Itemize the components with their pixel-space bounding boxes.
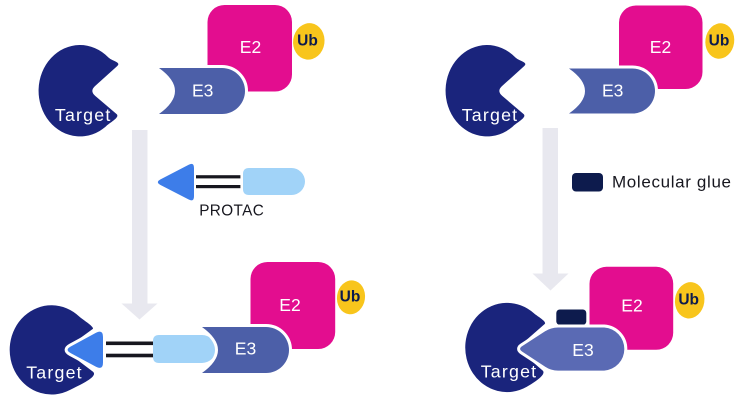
svg-text:E2: E2 — [621, 295, 642, 315]
svg-text:E3: E3 — [572, 340, 593, 360]
svg-text:Ub: Ub — [678, 292, 699, 309]
svg-text:Ub: Ub — [340, 289, 361, 306]
svg-text:Target: Target — [55, 105, 112, 125]
svg-text:E2: E2 — [279, 295, 300, 315]
svg-text:Ub: Ub — [709, 32, 730, 49]
svg-text:E3: E3 — [235, 339, 256, 359]
svg-text:Target: Target — [481, 362, 538, 382]
svg-text:Molecular glue: Molecular glue — [612, 173, 732, 192]
svg-text:Ub: Ub — [297, 33, 318, 50]
svg-text:E2: E2 — [650, 37, 671, 57]
svg-text:E3: E3 — [602, 80, 623, 100]
svg-text:PROTAC: PROTAC — [199, 203, 264, 220]
svg-text:E3: E3 — [192, 80, 213, 100]
svg-text:Target: Target — [26, 362, 83, 382]
svg-text:E2: E2 — [240, 37, 261, 57]
svg-text:Target: Target — [462, 105, 519, 125]
